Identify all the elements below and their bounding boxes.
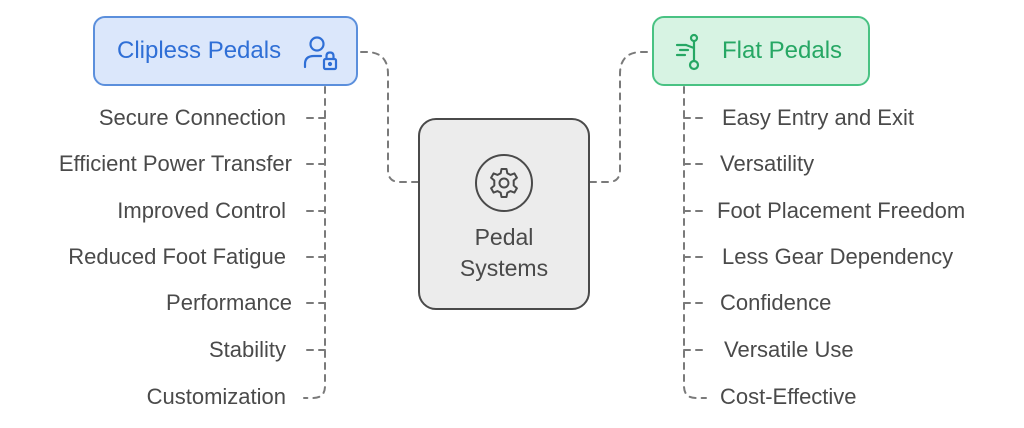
left-item: Efficient Power Transfer <box>58 151 292 176</box>
flat-pedals-title: Flat Pedals <box>722 37 843 64</box>
left-item: Customization <box>146 384 286 409</box>
clipless-pedals-title: Clipless Pedals <box>117 37 282 64</box>
right-item: Cost-Effective <box>720 384 857 409</box>
right-item: Versatile Use <box>724 337 854 362</box>
right-item: Less Gear Dependency <box>722 244 954 269</box>
clipless-pedals-node: Clipless Pedals <box>93 16 358 86</box>
left-item: Secure Connection <box>98 105 286 130</box>
center-title-line2: Systems <box>459 255 549 281</box>
user-lock-icon <box>302 33 342 78</box>
right-item: Confidence <box>720 290 832 315</box>
left-item: Improved Control <box>117 198 286 223</box>
left-item: Performance <box>166 290 292 315</box>
flat-pedals-node: Flat Pedals <box>652 16 870 86</box>
connector-center-right <box>589 51 652 183</box>
right-trunk <box>683 86 707 399</box>
pedal-systems-node: Pedal Systems <box>418 118 590 310</box>
left-trunk <box>303 86 326 399</box>
right-item: Easy Entry and Exit <box>722 105 914 130</box>
pedal-systems-title: Pedal Systems <box>460 222 548 284</box>
right-item: Versatility <box>720 151 815 176</box>
gear-icon <box>475 154 533 212</box>
center-title-line1: Pedal <box>474 224 534 250</box>
left-item: Reduced Foot Fatigue <box>68 244 286 269</box>
left-item: Stability <box>208 337 286 362</box>
pedal-icon <box>674 32 702 77</box>
connector-center-left <box>358 51 419 183</box>
right-item: Foot Placement Freedom <box>717 198 966 223</box>
